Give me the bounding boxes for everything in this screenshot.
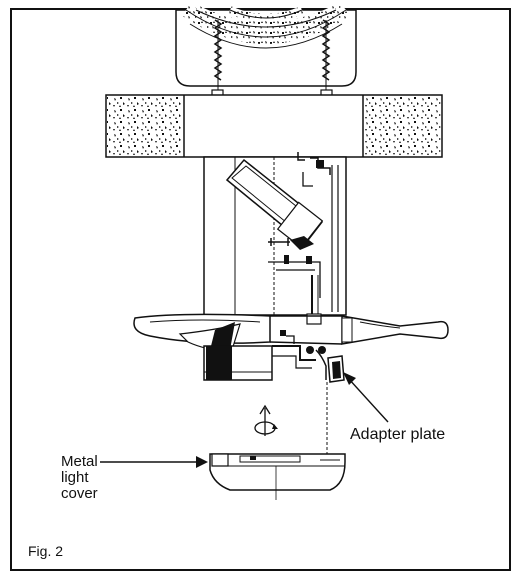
ceiling-outlet-box — [175, 4, 357, 87]
adapter-plate — [327, 355, 345, 383]
blade-flange — [133, 313, 449, 351]
metal-light-cover — [209, 453, 346, 500]
figure-frame — [10, 8, 511, 571]
twist-rotation-icon — [254, 404, 278, 436]
wiring-hardware — [268, 152, 331, 325]
adapter-plate-label: Adapter plate — [350, 426, 446, 443]
metal-cover-arrow — [100, 456, 208, 468]
metal-light-cover-label-line-1: Metal — [61, 453, 98, 470]
light-kit-housing — [203, 330, 327, 381]
figure-caption: Fig. 2 — [28, 543, 64, 559]
ceiling-insulation — [105, 94, 443, 158]
metal-light-cover-label-line-2: light — [61, 469, 89, 486]
switch-housing — [225, 158, 324, 250]
metal-light-cover-label-line-3: cover — [61, 485, 98, 502]
adapter-plate-arrow — [343, 372, 389, 423]
motor-housing — [203, 156, 347, 316]
